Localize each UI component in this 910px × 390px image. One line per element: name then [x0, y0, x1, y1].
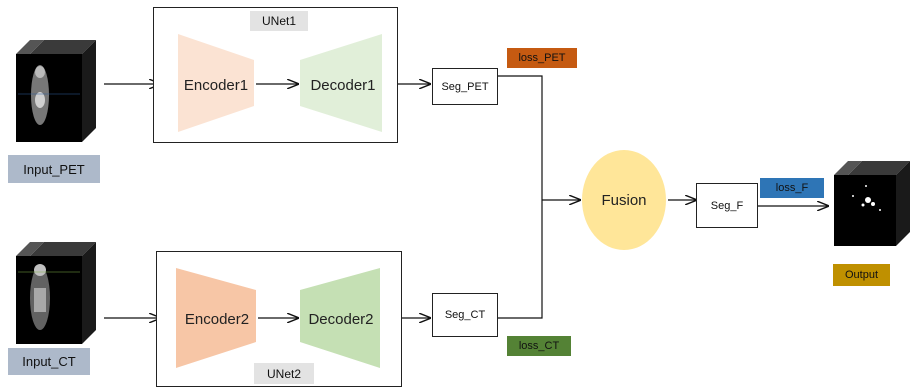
output-volume: [834, 161, 910, 246]
unet2-title: UNet2: [254, 363, 314, 384]
output-label: Output: [833, 264, 890, 286]
seg-ct-box: Seg_CT: [432, 293, 498, 337]
seg-pet-box: Seg_PET: [432, 68, 498, 105]
input-pet-volume: [16, 40, 96, 142]
encoder2-label: Encoder2: [184, 310, 250, 328]
connector-seg-pet-to-fusion: [498, 75, 543, 200]
loss-ct-label: loss_CT: [507, 336, 571, 356]
input-ct-volume: [16, 242, 96, 344]
unet1-title: UNet1: [250, 11, 308, 31]
fusion-label: Fusion: [601, 191, 647, 209]
loss-pet-label: loss_PET: [507, 48, 577, 68]
input-ct-label: Input_CT: [8, 348, 90, 375]
loss-f-label: loss_F: [760, 178, 824, 198]
seg-f-box: Seg_F: [696, 183, 758, 228]
connector-seg-ct-to-fusion: [498, 200, 543, 319]
decoder1-label: Decoder1: [310, 76, 376, 94]
input-pet-label: Input_PET: [8, 155, 100, 183]
decoder2-label: Decoder2: [308, 310, 374, 328]
fusion-node: [582, 150, 666, 250]
encoder1-label: Encoder1: [183, 76, 249, 94]
